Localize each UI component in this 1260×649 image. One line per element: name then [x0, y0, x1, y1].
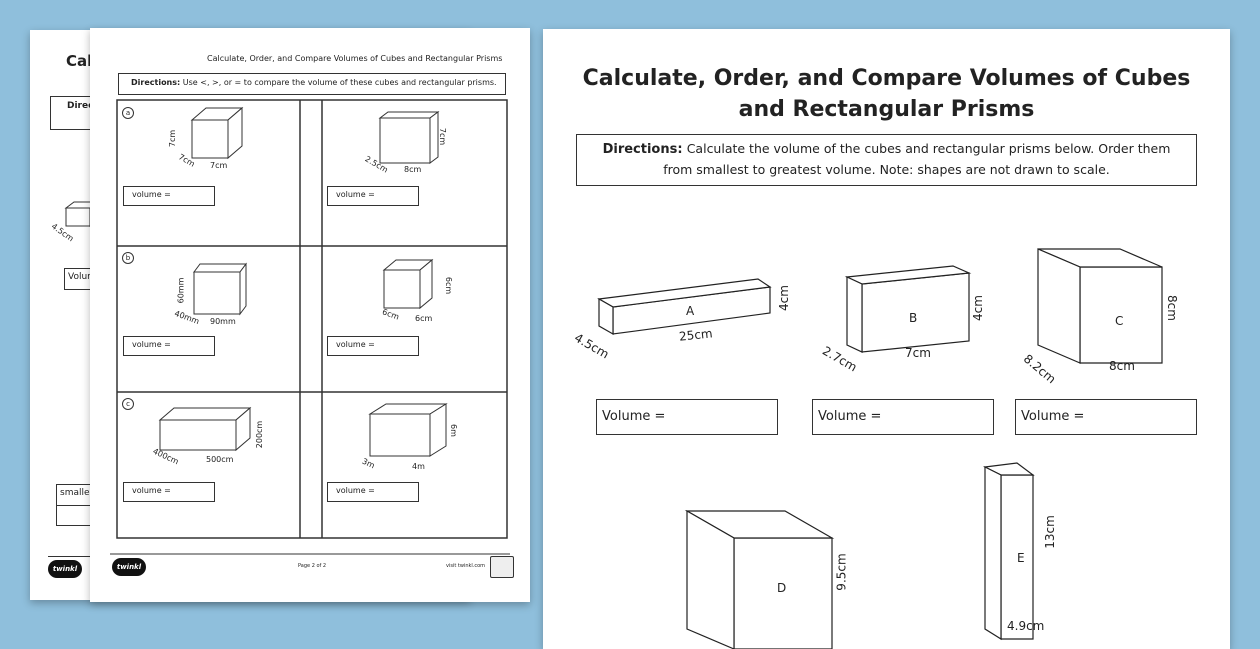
mid-twinkl-logo: twinkl [112, 558, 146, 576]
mid-page-title: Calculate, Order, and Compare Volumes of… [207, 54, 503, 63]
front-worksheet: Calculate, Order, and Compare Volumes of… [543, 29, 1230, 649]
mid-directions: Directions: Use <, >, or = to compare th… [131, 78, 497, 87]
dim-b-right-height: 6cm [444, 276, 454, 295]
front-prism-drawings [597, 248, 1163, 649]
volume-field-b[interactable]: Volume = [812, 399, 994, 435]
shape-c-height: 8cm [1164, 295, 1179, 321]
mid-volume-field-b-left[interactable]: volume = [123, 336, 215, 356]
mid-cube-b-right [382, 258, 434, 310]
prism-a [597, 278, 772, 336]
volume-label-b: Volume = [818, 409, 882, 424]
mid-footer-badge-icon [490, 556, 514, 578]
dim-b-left-height: 60mm [176, 277, 186, 304]
dim-c-left-height: 200cm [255, 420, 265, 449]
back-directions-fragment: Direc [67, 101, 94, 111]
volume-field-a[interactable]: Volume = [596, 399, 778, 435]
dim-a-right-height: 7cm [438, 127, 448, 146]
front-directions-text1: Calculate the volume of the cubes and re… [686, 141, 1171, 156]
mid-volume-field-b-right[interactable]: volume = [327, 336, 419, 356]
mid-cube-a-left [190, 106, 244, 160]
shape-b-height: 4cm [970, 295, 985, 321]
back-twinkl-logo: twinkl [48, 560, 82, 578]
dim-a-right-width: 8cm [404, 165, 422, 174]
row-marker-c: c [122, 398, 134, 410]
mid-prism-a-right [378, 111, 440, 164]
shape-d-height: 9.5cm [834, 553, 849, 591]
row-marker-a: a [122, 107, 134, 119]
shape-a-height: 4cm [776, 285, 791, 311]
mid-volume-label: volume = [336, 340, 375, 349]
mid-volume-label: volume = [132, 340, 171, 349]
shape-e-width: 4.9cm [1007, 619, 1045, 633]
dim-a-left-height: 7cm [168, 129, 178, 148]
mid-volume-label: volume = [132, 486, 171, 495]
volume-label-a: Volume = [602, 409, 666, 424]
shape-c-label: C [1115, 314, 1124, 328]
dim-b-left-width: 90mm [210, 317, 236, 326]
back-title-fragment: Cal [66, 52, 93, 70]
volume-field-c[interactable]: Volume = [1015, 399, 1197, 435]
shape-d-label: D [777, 581, 787, 595]
front-directions-box: Directions: Calculate the volume of the … [576, 134, 1197, 186]
shape-e-label: E [1017, 551, 1025, 565]
mid-volume-label: volume = [336, 190, 375, 199]
mid-volume-field-c-left[interactable]: volume = [123, 482, 215, 502]
mid-volume-field-a-right[interactable]: volume = [327, 186, 419, 206]
dim-b-right-width: 6cm [415, 314, 433, 323]
mid-volume-label: volume = [132, 190, 171, 199]
prism-e [982, 462, 1035, 641]
front-title-line1: Calculate, Order, and Compare Volumes of… [582, 66, 1191, 91]
mid-directions-text: Use <, >, or = to compare the volume of … [182, 78, 497, 87]
front-title-line2: and Rectangular Prisms [738, 97, 1035, 122]
mid-prism-b-left [193, 262, 247, 316]
front-directions-line1: Directions: Calculate the volume of the … [577, 141, 1196, 157]
row-marker-b: b [122, 252, 134, 264]
shape-c-width: 8cm [1109, 359, 1135, 373]
back-smallest-fragment: smallest [60, 488, 98, 498]
dim-c-right-height: 6m [448, 424, 458, 437]
mid-footer-page: Page 2 of 2 [298, 563, 327, 569]
prism-c [1037, 248, 1163, 364]
mid-compare-grid [110, 99, 510, 555]
shape-a-label: A [686, 304, 695, 318]
dim-c-right-width: 4m [412, 462, 425, 471]
dim-a-left-width: 7cm [210, 161, 228, 170]
dim-c-left-width: 500cm [206, 455, 234, 464]
shape-e-height: 13cm [1042, 515, 1057, 549]
prism-d [684, 509, 835, 649]
front-directions-line2: from smallest to greatest volume. Note: … [663, 162, 1110, 177]
mid-footer-site: visit twinkl.com [446, 563, 486, 569]
mid-directions-label: Directions: [131, 78, 181, 87]
mid-volume-field-a-left[interactable]: volume = [123, 186, 215, 206]
mid-prism-c-right [368, 403, 448, 457]
mid-volume-field-c-right[interactable]: volume = [327, 482, 419, 502]
middle-worksheet: Calculate, Order, and Compare Volumes of… [90, 28, 530, 602]
prism-b [844, 265, 972, 353]
shape-b-label: B [909, 311, 918, 325]
mid-volume-label: volume = [336, 486, 375, 495]
shape-b-width: 7cm [905, 346, 931, 360]
mid-directions-box: Directions: Use <, >, or = to compare th… [118, 73, 506, 95]
back-volume-fragment: Volum [68, 272, 96, 282]
volume-label-c: Volume = [1021, 409, 1085, 424]
front-directions-label: Directions: [602, 142, 683, 157]
mid-prism-c-left [158, 406, 252, 452]
